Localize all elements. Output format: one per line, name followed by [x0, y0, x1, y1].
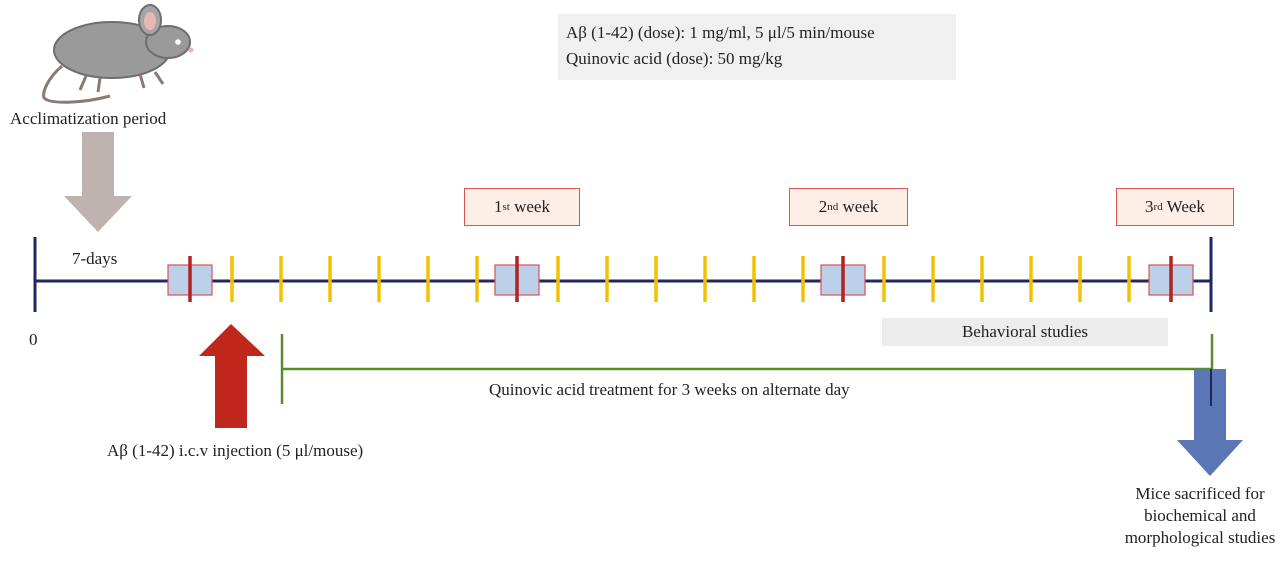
- behavioral-studies-box: Behavioral studies: [882, 318, 1168, 346]
- injection-label: Aβ (1-42) i.c.v injection (5 μl/mouse): [107, 441, 364, 460]
- dose-line-abeta: Aβ (1-42) (dose): 1 mg/ml, 5 μl/5 min/mo…: [566, 23, 875, 42]
- treatment-label: Quinovic acid treatment for 3 weeks on a…: [489, 380, 850, 399]
- sacrifice-label: Mice sacrificed for biochemical and morp…: [1124, 484, 1276, 547]
- week-3-suffix: rd: [1153, 201, 1163, 213]
- zero-label: 0: [29, 330, 38, 349]
- sacrifice-arrow: [1177, 369, 1243, 476]
- week-3-word: Week: [1162, 197, 1205, 216]
- dose-line-quinovic: Quinovic acid (dose): 50 mg/kg: [566, 49, 783, 68]
- week-2-suffix: nd: [827, 201, 839, 213]
- acclimatization-label: Acclimatization period: [10, 109, 167, 128]
- week-2-word: week: [838, 197, 879, 216]
- injection-markers: [167, 256, 1194, 302]
- week-2-number: 2: [818, 197, 828, 216]
- week-3-number: 3: [1145, 197, 1154, 216]
- seven-days-label: 7-days: [72, 249, 118, 268]
- acclimatization-arrow: [64, 132, 132, 232]
- behavioral-studies-label: Behavioral studies: [961, 322, 1089, 341]
- week-1-word: week: [509, 197, 550, 216]
- week-1-suffix: st: [502, 201, 510, 213]
- dose-info-box: Aβ (1-42) (dose): 1 mg/ml, 5 μl/5 min/mo…: [558, 14, 956, 80]
- injection-arrow: [199, 324, 265, 428]
- mouse-icon: [42, 4, 194, 104]
- treatment-ticks: [230, 256, 1131, 302]
- week-1-number: 1: [494, 197, 503, 216]
